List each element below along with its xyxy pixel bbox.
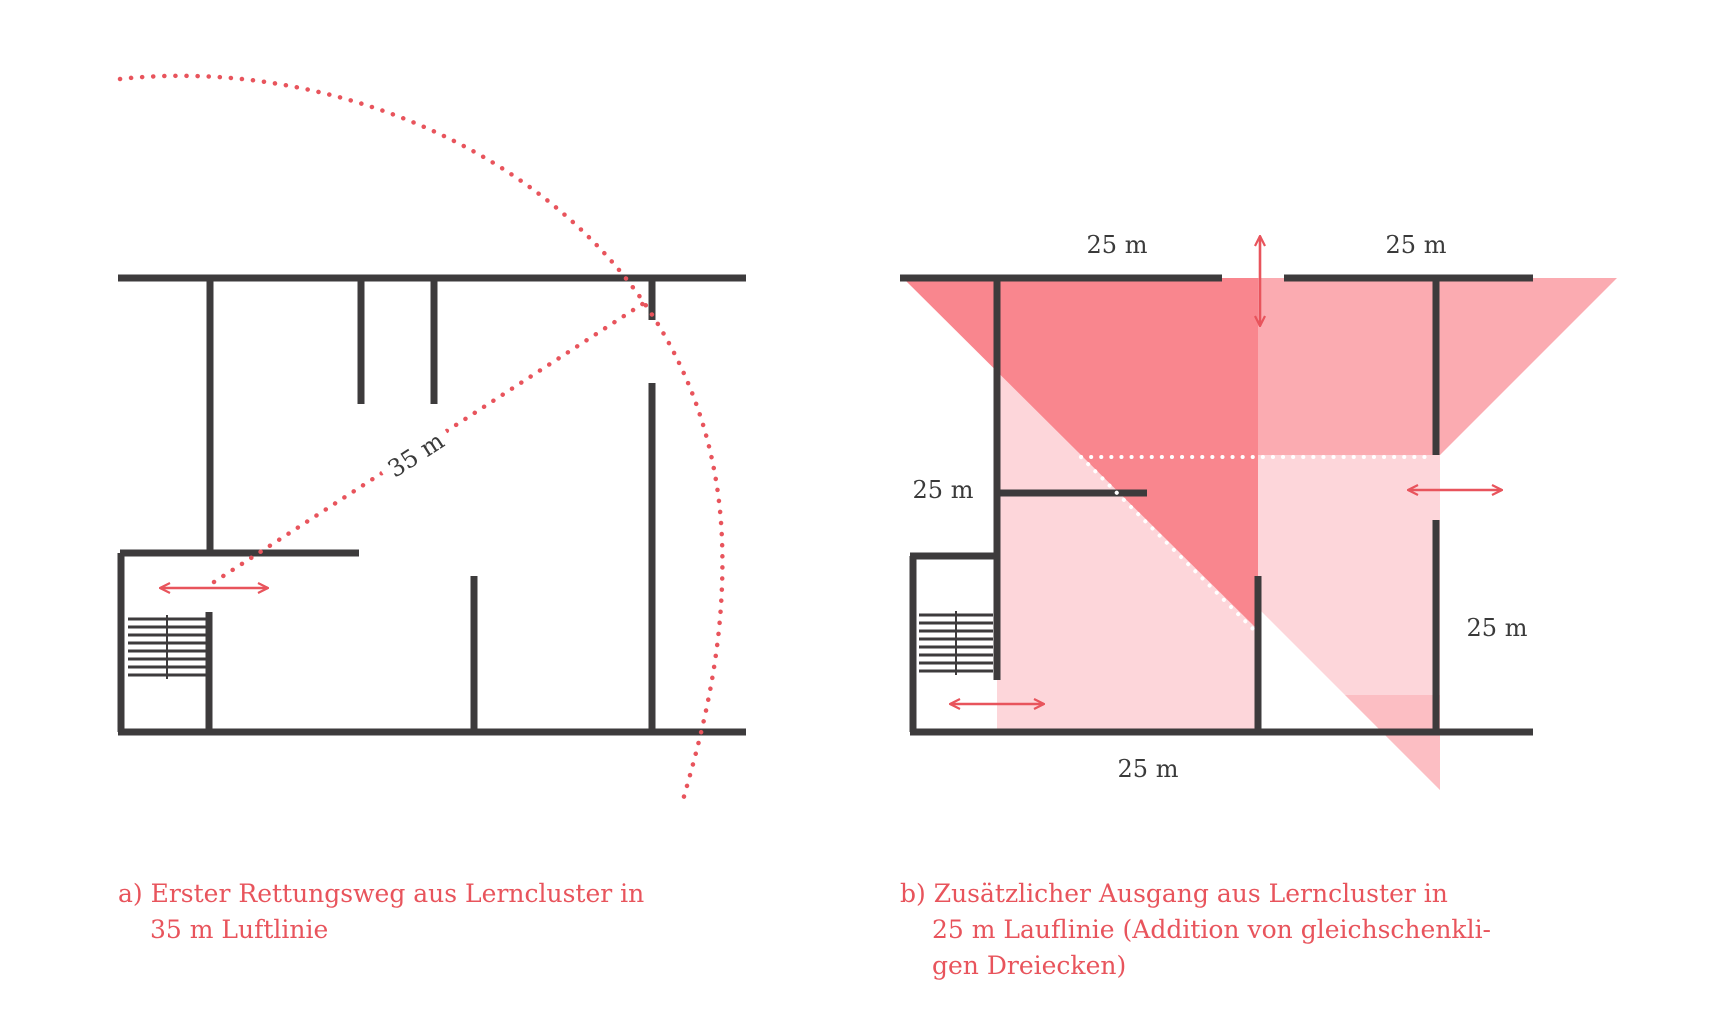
walls-b [900,274,1533,736]
zone-left-light [997,368,1258,732]
label-top-right-b: 25 m [1386,231,1447,259]
caption-b-line3: gen Dreiecken) [932,951,1127,980]
label-top-left-b: 25 m [1087,231,1148,259]
stair-b [919,611,993,675]
dotted-diagonal-b [1079,455,1256,632]
zone-left-mid [903,278,997,368]
caption-b-line1: b) Zusätzlicher Ausgang aus Lerncluster … [900,879,1448,908]
distance-label-bg [375,421,457,489]
caption-b-line2: 25 m Lauflinie (Addition von gleichschen… [932,915,1492,944]
label-bottom-b: 25 m [1118,755,1179,783]
label-left-b: 25 m [913,476,974,504]
radius-arc-a [117,73,725,803]
floorplan-a: 35 m [117,73,746,803]
stair-a [128,615,206,679]
caption-a: a) Erster Rettungsweg aus Lerncluster in… [118,876,644,948]
floorplan-b: 25 m 25 m 25 m 25 m 25 m [900,231,1617,790]
caption-a-line1: a) Erster Rettungsweg aus Lerncluster in [118,879,645,908]
walls-a [117,274,746,736]
label-right-b: 25 m [1467,614,1528,642]
caption-b: b) Zusätzlicher Ausgang aus Lerncluster … [900,876,1491,984]
zone-bottom-right-overlay [1258,608,1440,790]
caption-a-line2: 35 m Luftlinie [150,915,329,944]
